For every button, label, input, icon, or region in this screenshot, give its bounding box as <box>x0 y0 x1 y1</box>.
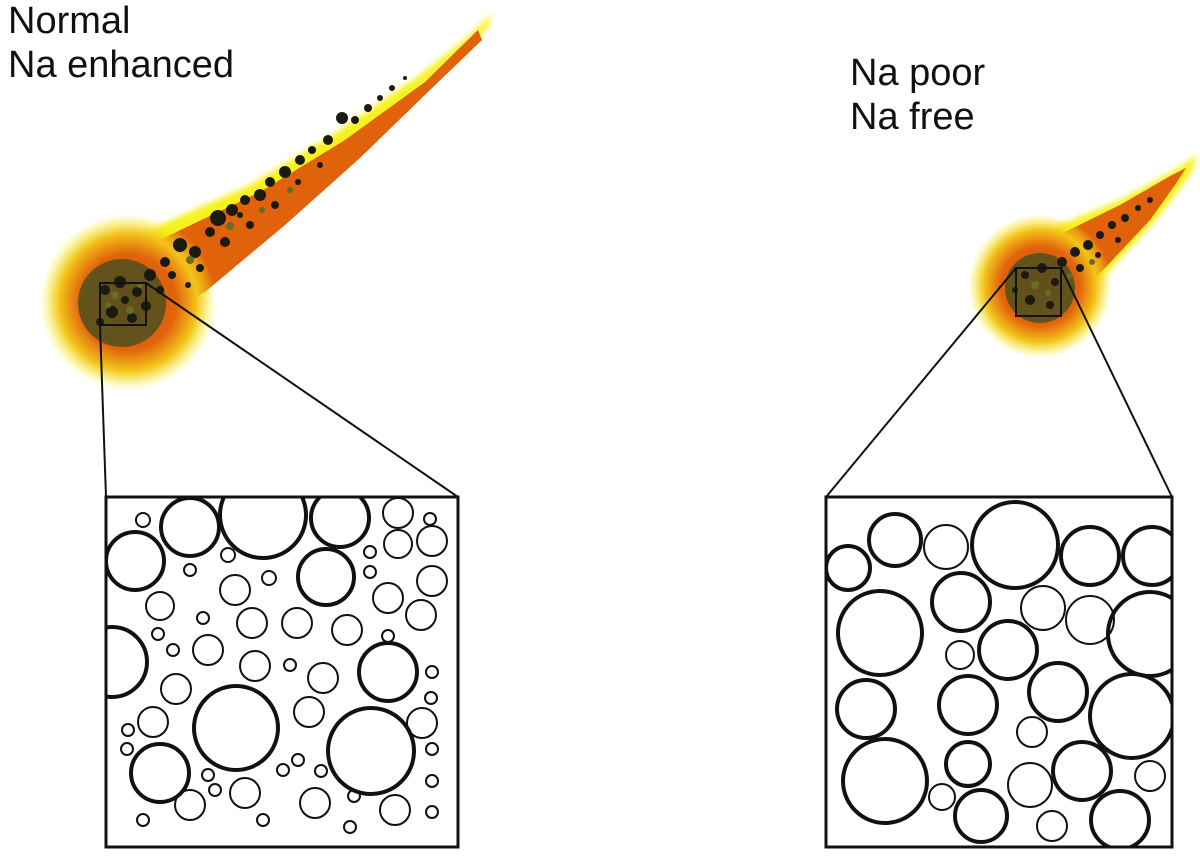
label-right-group: Na poor Na free <box>850 52 985 139</box>
meteor-right-debris-olive <box>1031 259 1095 296</box>
label-na-poor: Na poor <box>850 52 986 94</box>
zoom-line-left-b <box>145 282 459 498</box>
zoom-box-right <box>1015 267 1062 317</box>
meteor-left-debris <box>96 76 407 326</box>
meteor-left-debris-olive <box>105 187 293 314</box>
meteor-left <box>40 14 492 390</box>
zoom-line-right-b <box>1060 267 1173 498</box>
label-na-free: Na free <box>850 95 975 138</box>
zoom-box-left <box>99 282 147 326</box>
meteor-right-head <box>1005 253 1075 323</box>
label-na-enhanced: Na enhanced <box>8 43 235 86</box>
zoom-line-right-a <box>825 267 1017 498</box>
vesicle-panel-left <box>104 495 460 849</box>
label-normal: Normal <box>8 0 131 42</box>
zoom-line-left-a <box>99 324 107 498</box>
vesicle-panel-right-border <box>824 495 1174 849</box>
label-left-group: Normal Na enhanced <box>8 0 234 87</box>
vesicle-panel-right <box>824 495 1174 849</box>
vesicle-panel-left-border <box>104 495 460 849</box>
meteor-right <box>968 155 1197 358</box>
